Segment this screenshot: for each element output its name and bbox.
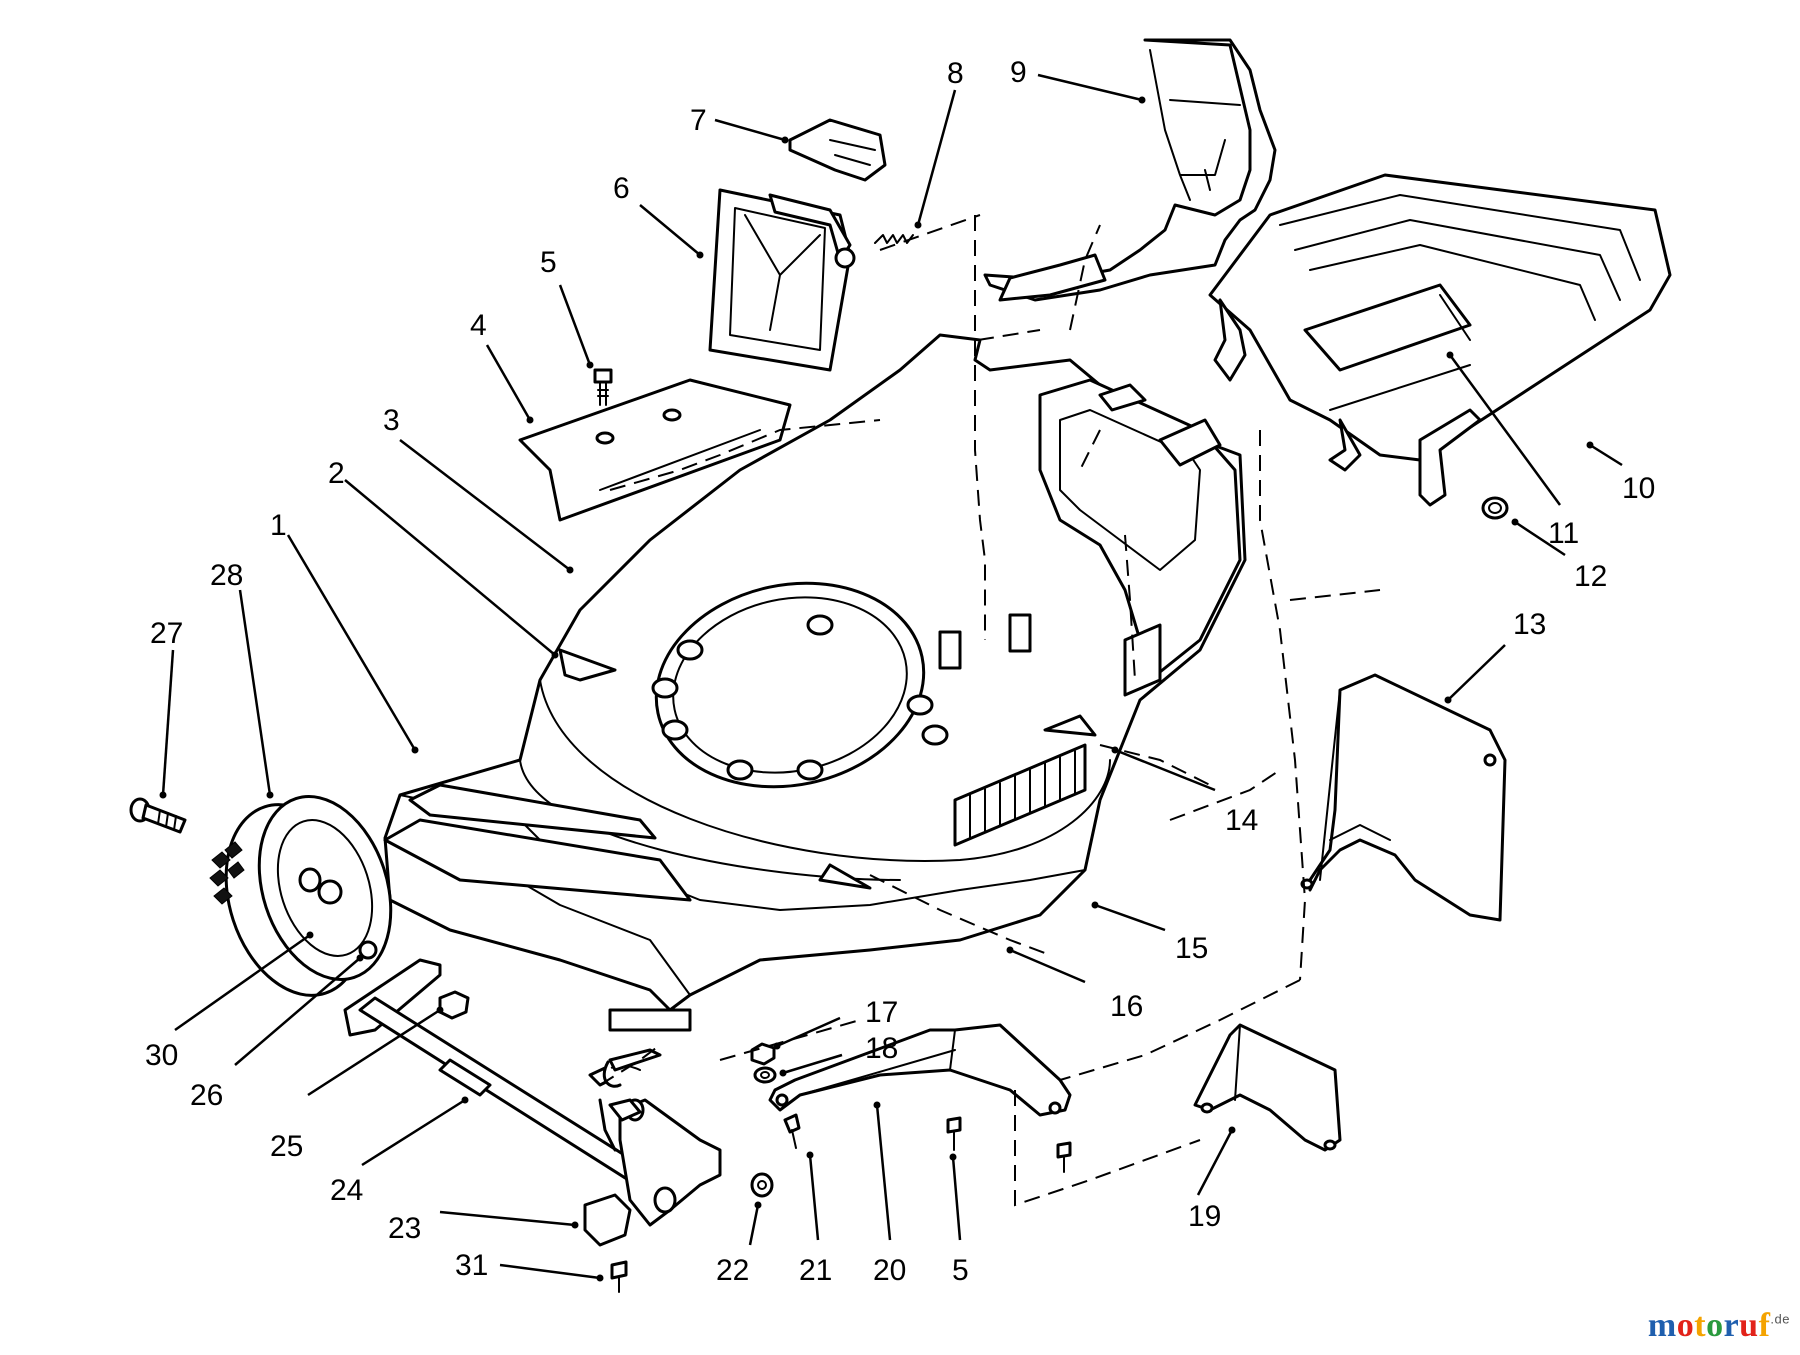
screw-31: [610, 1260, 628, 1293]
washer-18: [753, 1066, 777, 1084]
height-block-23: [583, 1193, 632, 1247]
callout-13: 13: [1513, 608, 1546, 641]
callout-3: 3: [383, 404, 400, 437]
watermark-letter: o: [1676, 1307, 1695, 1344]
callout-12: 12: [1574, 560, 1607, 593]
latch: [788, 118, 887, 182]
bolt-21: [783, 1113, 801, 1149]
watermark-logo: motoruf.de: [1648, 1307, 1790, 1345]
bushing: [1481, 496, 1509, 520]
callout-26: 26: [190, 1079, 223, 1112]
callout-14: 14: [1225, 804, 1258, 837]
washer-26: [358, 940, 378, 960]
callout-22: 22: [716, 1254, 749, 1287]
callout-28: 28: [210, 559, 243, 592]
callout-27: 27: [150, 617, 183, 650]
nut-25: [438, 990, 470, 1020]
callout-1: 1: [270, 509, 287, 542]
nut-22: [750, 1172, 774, 1198]
callout-2: 2: [328, 457, 345, 490]
nut-17: [750, 1042, 776, 1066]
deck-bosses: [651, 614, 949, 781]
watermark-letter: t: [1694, 1307, 1707, 1344]
watermark-letter: f: [1758, 1307, 1771, 1344]
cover-plate: [518, 378, 792, 522]
callout-20: 20: [873, 1254, 906, 1287]
bolt-27: [129, 797, 187, 834]
callout-5-top: 5: [540, 246, 557, 279]
watermark-letter: o: [1706, 1307, 1724, 1344]
bolt-5: [946, 1116, 962, 1151]
callout-5-bottom: 5: [952, 1254, 969, 1287]
callout-8: 8: [947, 57, 964, 90]
callout-23: 23: [388, 1212, 421, 1245]
screw-top: [593, 368, 613, 406]
watermark-letter: r: [1723, 1307, 1740, 1344]
chute-door: [708, 188, 856, 372]
callout-21: 21: [799, 1254, 832, 1287]
grass-catcher-frame: [983, 38, 1277, 302]
watermark-letter: u: [1739, 1307, 1759, 1344]
handle-bracket: [768, 1023, 1072, 1117]
rear-shield: [1300, 673, 1507, 922]
callout-17: 17: [865, 996, 898, 1029]
callout-6: 6: [613, 172, 630, 205]
callout-16: 16: [1110, 990, 1143, 1023]
callout-19: 19: [1188, 1200, 1221, 1233]
callout-25: 25: [270, 1130, 303, 1163]
callout-4: 4: [470, 309, 487, 342]
callout-18: 18: [865, 1032, 898, 1065]
mower-deck: [383, 333, 1247, 1032]
watermark-letter: m: [1647, 1307, 1677, 1344]
callout-labels: 1 2 3 4 5 6 7 8 9 10 11 12 13 14 15 16 1…: [145, 56, 1655, 1287]
adjuster-lever: [602, 1048, 662, 1088]
callout-15: 15: [1175, 932, 1208, 965]
callout-7: 7: [690, 104, 707, 137]
side-vents: [953, 623, 1162, 847]
assembly-lines: [599, 214, 1381, 1207]
callout-30: 30: [145, 1039, 178, 1072]
watermark-suffix: .de: [1770, 1311, 1790, 1327]
grass-bag: [1208, 173, 1672, 507]
spring: [874, 234, 914, 244]
bolt-rear: [1056, 1141, 1072, 1173]
leader-lines: [159, 73, 1623, 1282]
callout-9: 9: [1010, 56, 1027, 89]
callout-24: 24: [330, 1174, 363, 1207]
callout-10: 10: [1622, 472, 1655, 505]
wheel: [209, 795, 393, 997]
callout-11: 11: [1548, 517, 1579, 550]
guard-plate: [1193, 1023, 1342, 1152]
axle-assembly: [343, 958, 722, 1227]
callout-31: 31: [455, 1249, 488, 1282]
